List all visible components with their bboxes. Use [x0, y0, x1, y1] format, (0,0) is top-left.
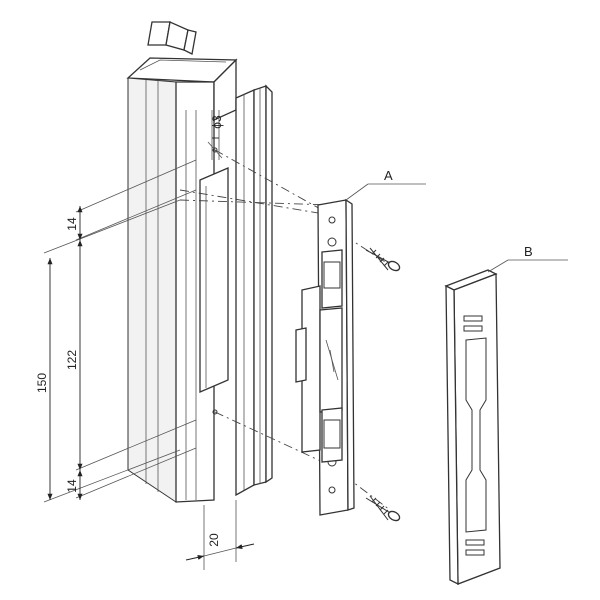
dimensions: 150 122 14 14 20 ϕ3: [35, 110, 255, 570]
callout-b: B: [487, 244, 568, 273]
dim-phi3-label: ϕ3: [210, 115, 224, 129]
dim-122-label: 122: [65, 350, 79, 370]
callout-a: A: [345, 168, 426, 201]
aluminium-profile: [126, 21, 273, 503]
callout-a-label: A: [384, 168, 393, 183]
screw-top: [365, 247, 401, 272]
dim-14-top-label: 14: [65, 217, 79, 231]
screw-bottom: [365, 495, 401, 522]
callout-b-label: B: [524, 244, 533, 259]
dim-14-bottom-label: 14: [65, 479, 79, 493]
cover-b: [444, 269, 501, 586]
dim-150-label: 150: [35, 373, 49, 393]
lock-plate-a: [295, 198, 355, 516]
dim-20-label: 20: [207, 533, 221, 547]
